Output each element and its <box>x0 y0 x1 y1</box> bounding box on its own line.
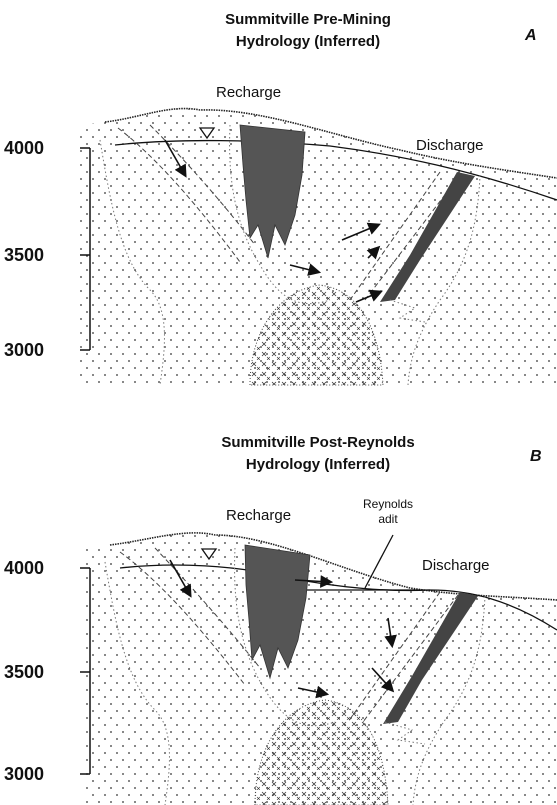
panel-a-title-line1: Summitville Pre-Mining <box>225 11 391 28</box>
panel-b-flow-arrow <box>297 685 330 699</box>
panel-a-water-table-symbol <box>198 127 216 140</box>
panel-a-flow-arrow <box>289 263 322 276</box>
panel-b-alteration-boundary <box>384 721 426 745</box>
panel-a-alteration-boundary <box>99 139 165 386</box>
panel-a-ground-surface <box>104 107 557 179</box>
panel-a-elevation-axis: 4000 3500 3000 <box>4 138 91 360</box>
panel-a-recharge-label: Recharge <box>216 84 281 101</box>
panel-a-water-table <box>114 139 557 201</box>
panel-b-recharge-label: Recharge <box>226 507 291 524</box>
panel-b-fault <box>347 591 441 723</box>
panel-b-flow-arrow <box>169 559 192 598</box>
panel-b-discharge-vein <box>383 592 478 724</box>
panel-b-water-table <box>119 564 557 631</box>
panel-b-title-line2: Hydrology (Inferred) <box>246 456 390 473</box>
panel-b-adit-label-line2: adit <box>378 512 398 526</box>
panel-b-letter: B <box>530 448 542 465</box>
panel-b-alteration-boundary <box>234 547 336 727</box>
panel-b-alteration-boundary <box>412 595 486 805</box>
panel-b-intrusion <box>254 699 389 805</box>
panel-b-flow-arrow <box>294 575 334 588</box>
panel-b-ore-body <box>244 544 311 680</box>
panel-a-flow-arrow <box>341 222 381 241</box>
panel-a-letter: A <box>524 27 537 44</box>
panel-a-fault <box>117 127 241 263</box>
panel-a-discharge-vein <box>380 172 475 302</box>
panel-a-intrusion <box>249 284 384 386</box>
panel-b-fault <box>362 594 459 723</box>
panel-b-tick-3000: 3000 <box>4 764 44 784</box>
panel-a-fault <box>349 171 441 301</box>
panel-a-title-line2: Hydrology (Inferred) <box>236 33 380 50</box>
panel-a-tick-3500: 3500 <box>4 245 44 265</box>
panel-a-tick-4000: 4000 <box>4 138 44 158</box>
panel-a-alteration-boundary <box>389 299 426 323</box>
panel-a-fault <box>364 174 461 301</box>
panel-b-discharge-label: Discharge <box>422 557 490 574</box>
panel-a-alteration-boundary <box>229 124 331 305</box>
panel-a-flow-arrow <box>355 289 383 303</box>
panel-b-flow-arrow <box>371 667 395 693</box>
panel-b-elevation-axis: 4000 3500 3000 <box>4 558 91 784</box>
panel-b-water-table-symbol <box>200 548 218 561</box>
panel-a-fault <box>149 124 256 246</box>
panel-a-tick-3000: 3000 <box>4 340 44 360</box>
panel-b-flow-arrow <box>384 617 397 649</box>
panel-b: Summitville Post-Reynolds Hydrology (Inf… <box>4 434 557 805</box>
panel-b-adit-leader <box>364 534 394 589</box>
panel-b-adit-label-line1: Reynolds <box>363 497 413 511</box>
panel-a-cross-section <box>80 107 557 386</box>
panel-a-flow-arrow <box>164 139 187 178</box>
panel-b-cross-section <box>85 532 557 805</box>
panel-a-discharge-label: Discharge <box>416 137 484 154</box>
panel-b-tick-4000: 4000 <box>4 558 44 578</box>
panel-a-flow-arrow <box>366 245 381 260</box>
panel-b-tick-3500: 3500 <box>4 662 44 682</box>
panel-a-alteration-boundary <box>407 174 481 386</box>
panel-b-title-line1: Summitville Post-Reynolds <box>221 434 414 451</box>
panel-b-fault <box>119 551 246 686</box>
panel-b-fault <box>154 547 261 669</box>
panel-a-ore-body <box>239 124 306 259</box>
panel-b-alteration-boundary <box>104 561 170 805</box>
panel-a: Summitville Pre-Mining Hydrology (Inferr… <box>4 11 557 386</box>
panel-b-bedrock <box>85 532 557 805</box>
